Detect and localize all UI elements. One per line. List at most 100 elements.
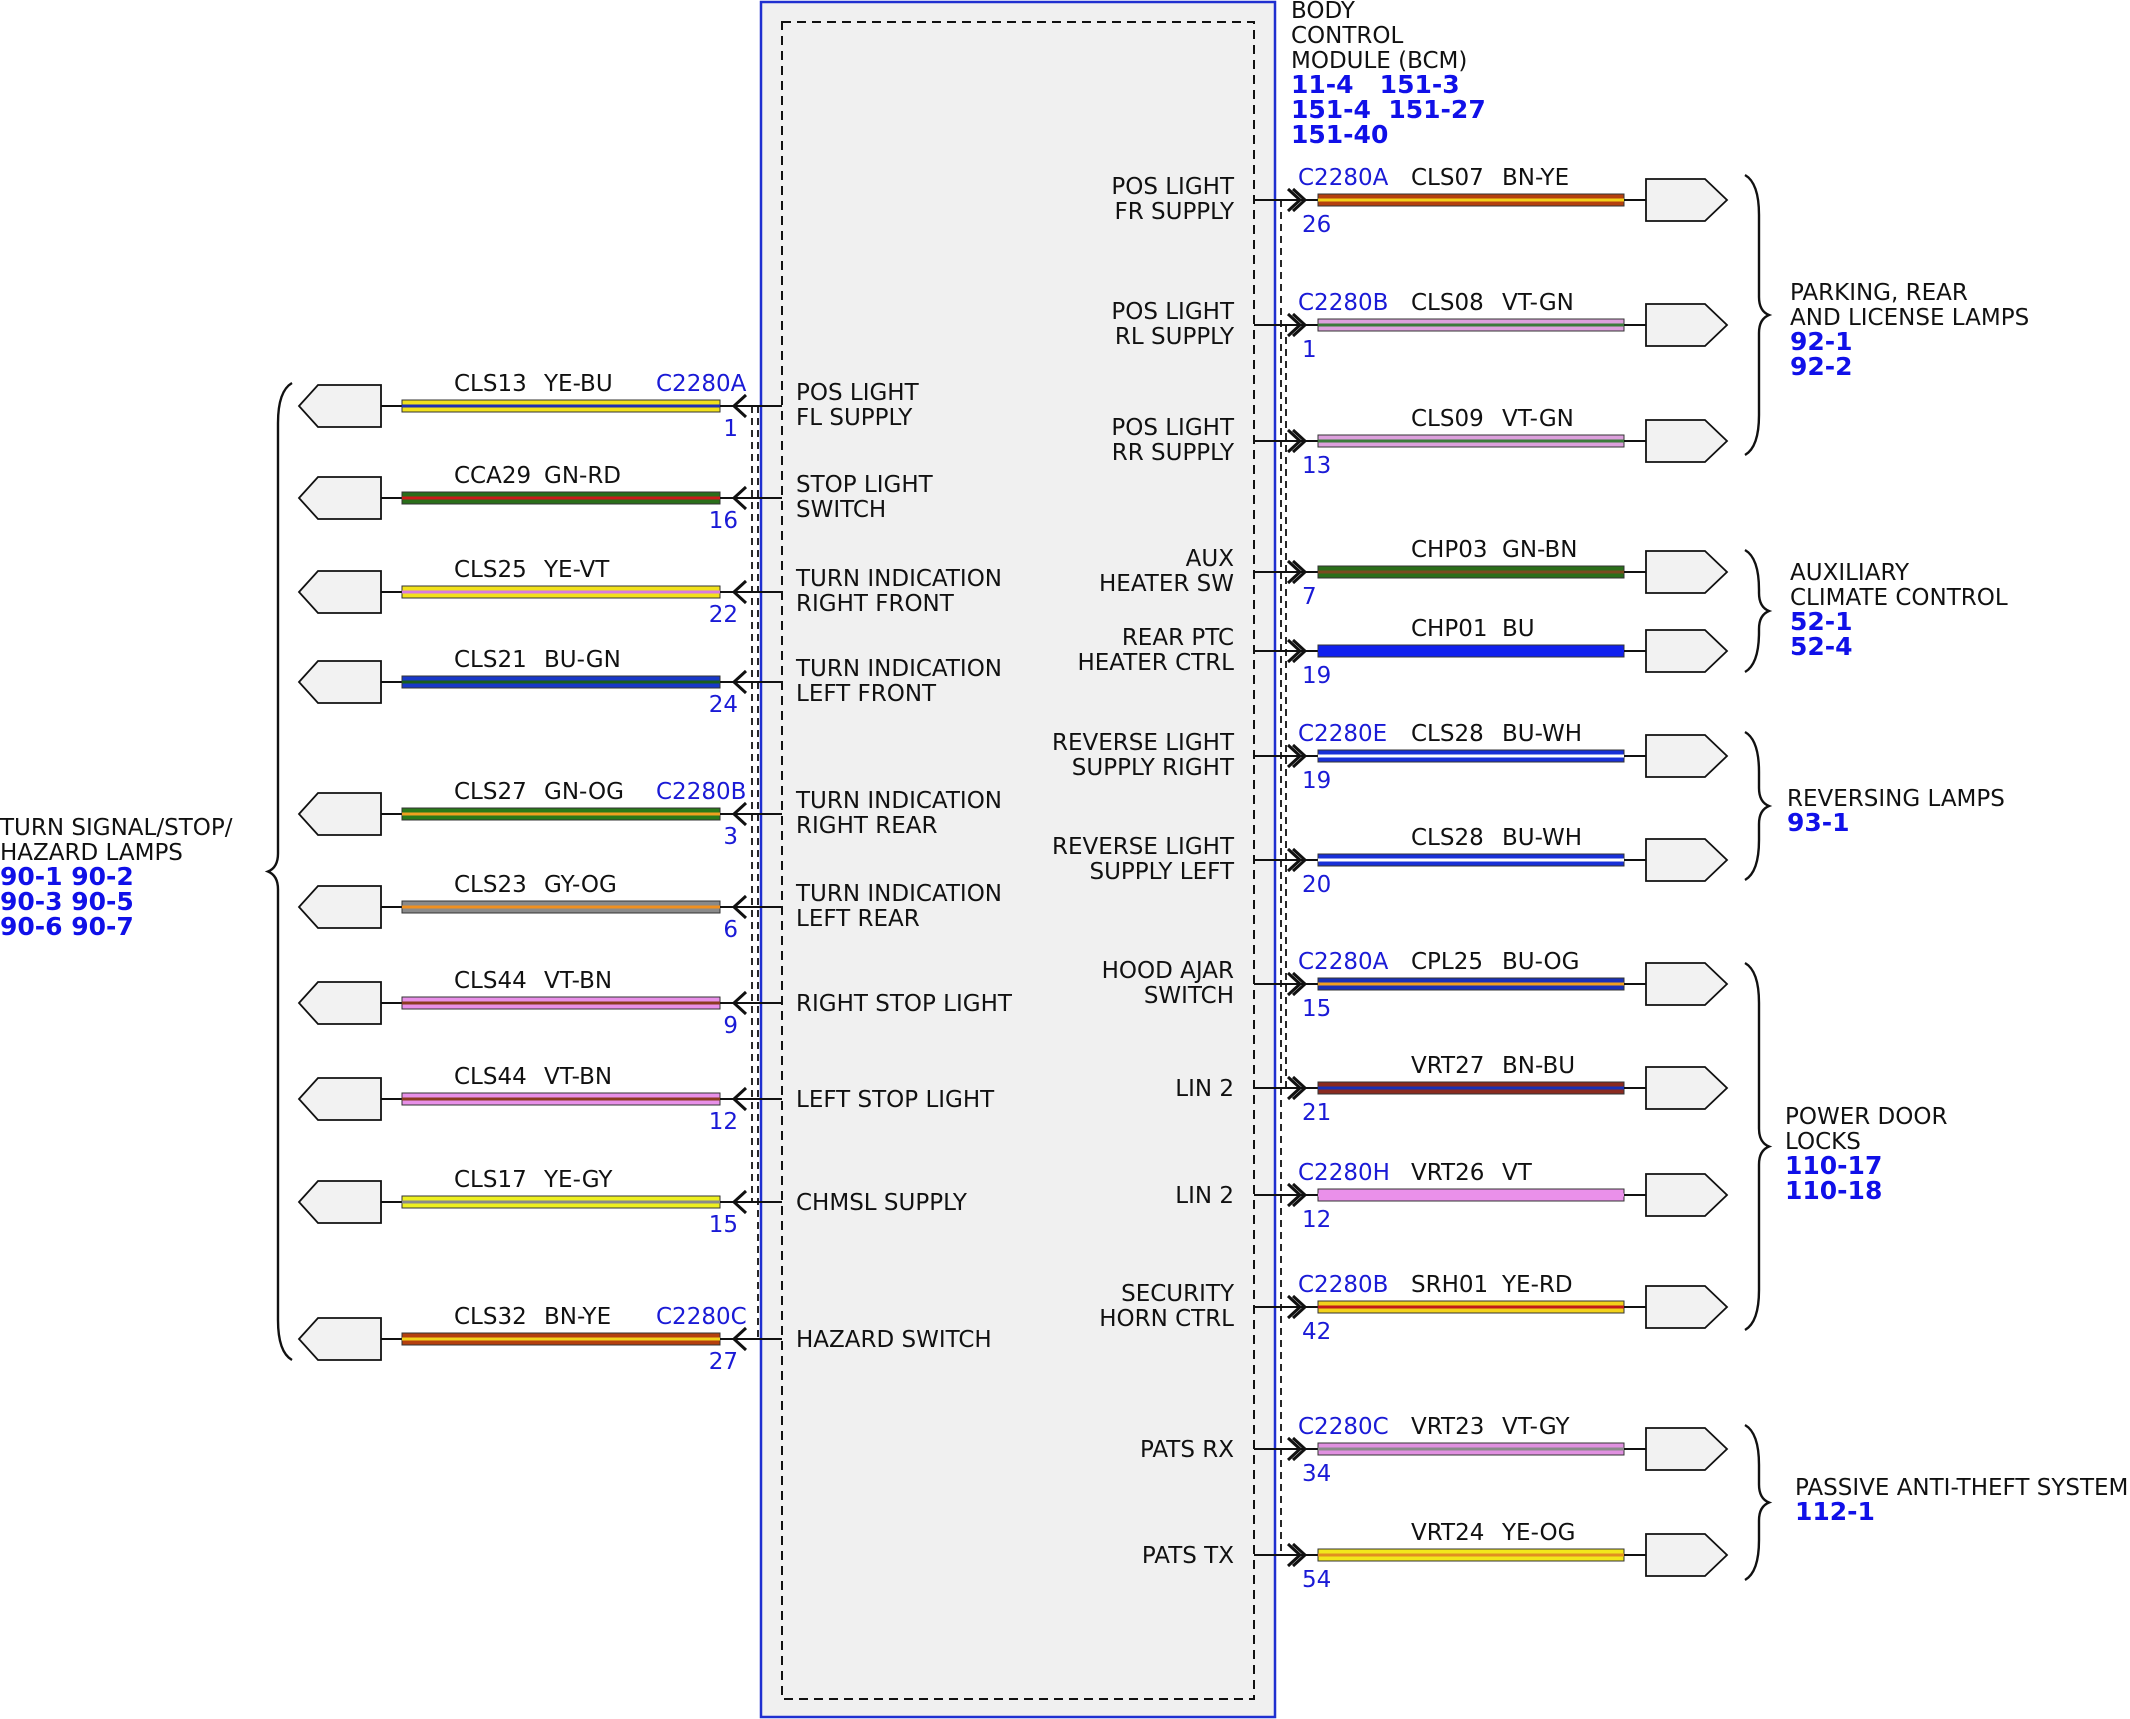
- right-connector-symbol-8[interactable]: [1645, 1066, 1729, 1110]
- bcm-ref-link-1[interactable]: 11-4 151-3: [1291, 70, 1460, 99]
- left-wire-color-9: BN-YE: [544, 1304, 611, 1330]
- right-terminal-arrow-in-0: [1286, 187, 1303, 213]
- left-connector-symbol-8[interactable]: [297, 1180, 382, 1224]
- left-connector-symbol-0[interactable]: [297, 384, 382, 428]
- left-connector-symbol-1[interactable]: [297, 476, 382, 520]
- left-connector-id-9[interactable]: C2280C: [656, 1304, 747, 1330]
- left-connector-symbol-4[interactable]: [297, 792, 382, 836]
- bcm-ref-link-3[interactable]: 151-40: [1291, 120, 1388, 149]
- left-wire-color-5: GY-OG: [544, 872, 617, 898]
- right-wire-color-12: YE-OG: [1501, 1520, 1575, 1546]
- right-wire-4: [1317, 644, 1625, 658]
- right-group-ref-3-0[interactable]: 110-17: [1785, 1151, 1882, 1180]
- right-group-ref-3-1[interactable]: 110-18: [1785, 1176, 1882, 1205]
- bcm-title-line-3: MODULE (BCM): [1291, 48, 1467, 74]
- left-connector-id-0[interactable]: C2280A: [656, 371, 747, 397]
- right-wire-color-7: BU-OG: [1502, 949, 1579, 975]
- left-terminal-arrow-0: [731, 393, 748, 419]
- right-connector-symbol-0[interactable]: [1645, 178, 1729, 222]
- right-connector-id-9[interactable]: C2280H: [1298, 1160, 1390, 1186]
- right-group-ref-0-1[interactable]: 92-2: [1790, 352, 1853, 381]
- right-circuit-id-8: VRT27: [1411, 1053, 1484, 1079]
- left-wire-2: [401, 585, 721, 599]
- right-connector-symbol-2[interactable]: [1645, 419, 1729, 463]
- bcm-title-line-1: BODY: [1291, 0, 1356, 24]
- right-terminal-arrow-in-5: [1286, 743, 1303, 769]
- left-circuit-id-6: CLS44: [454, 968, 527, 994]
- right-connector-symbol-12[interactable]: [1645, 1533, 1729, 1577]
- left-connector-symbol-5[interactable]: [297, 885, 382, 929]
- left-pin-1: 16: [709, 508, 738, 534]
- right-group-ref-1-1[interactable]: 52-4: [1790, 632, 1853, 661]
- right-terminal-arrow-out-3: [1291, 559, 1308, 585]
- left-group-ref-1[interactable]: 90-3 90-5: [0, 887, 134, 916]
- right-wire-color-3: GN-BN: [1502, 537, 1578, 563]
- left-terminal-arrow-5: [731, 894, 748, 920]
- right-wire-tracer-4: [1318, 649, 1624, 653]
- right-terminal-arrow-in-12: [1286, 1542, 1303, 1568]
- right-function-label-9-0: LIN 2: [1175, 1183, 1234, 1209]
- right-group-brace-0: [1744, 173, 1773, 457]
- bcm-ref-link-2[interactable]: 151-4 151-27: [1291, 95, 1486, 124]
- right-connector-id-5[interactable]: C2280E: [1298, 721, 1387, 747]
- right-terminal-arrow-in-9: [1286, 1182, 1303, 1208]
- right-connector-symbol-3[interactable]: [1645, 550, 1729, 594]
- left-connector-symbol-3[interactable]: [297, 660, 382, 704]
- right-wire-8: [1317, 1081, 1625, 1095]
- left-function-label-6-0: RIGHT STOP LIGHT: [796, 991, 1013, 1017]
- right-connector-id-1[interactable]: C2280B: [1298, 290, 1388, 316]
- left-circuit-id-5: CLS23: [454, 872, 527, 898]
- left-connector-symbol-6[interactable]: [297, 981, 382, 1025]
- right-connector-id-0[interactable]: C2280A: [1298, 165, 1389, 191]
- right-circuit-id-12: VRT24: [1411, 1520, 1484, 1546]
- left-group-ref-0[interactable]: 90-1 90-2: [0, 862, 134, 891]
- right-group-brace-4: [1744, 1423, 1773, 1582]
- right-wire-11: [1317, 1442, 1625, 1456]
- left-pin-3: 24: [709, 692, 738, 718]
- right-wire-color-1: VT-GN: [1502, 290, 1574, 316]
- right-circuit-id-7: CPL25: [1411, 949, 1483, 975]
- right-connector-id-10[interactable]: C2280B: [1298, 1272, 1388, 1298]
- right-connector-symbol-7[interactable]: [1645, 962, 1729, 1006]
- right-group-ref-0-0[interactable]: 92-1: [1790, 327, 1853, 356]
- right-pin-11: 34: [1302, 1461, 1331, 1487]
- left-terminal-arrow-2: [731, 579, 748, 605]
- right-terminal-arrow-out-7: [1291, 971, 1308, 997]
- right-wire-5: [1317, 749, 1625, 763]
- right-connector-symbol-4[interactable]: [1645, 629, 1729, 673]
- right-connector-id-7[interactable]: C2280A: [1298, 949, 1389, 975]
- left-wire-color-4: GN-OG: [544, 779, 624, 805]
- right-connector-symbol-1[interactable]: [1645, 303, 1729, 347]
- right-group-label-4-0: PASSIVE ANTI-THEFT SYSTEM: [1795, 1475, 2128, 1501]
- right-group-label-1-0: AUXILIARY: [1790, 560, 1910, 586]
- right-group-label-1-1: CLIMATE CONTROL: [1790, 585, 2008, 611]
- left-wire-tracer-8: [402, 1200, 720, 1204]
- right-group-label-0-0: PARKING, REAR: [1790, 280, 1968, 306]
- left-pin-2: 22: [709, 602, 738, 628]
- right-connector-symbol-10[interactable]: [1645, 1285, 1729, 1329]
- right-wire-tracer-10: [1318, 1305, 1624, 1309]
- right-function-label-10-0: SECURITY: [1121, 1281, 1235, 1307]
- right-terminal-arrow-out-6: [1291, 847, 1308, 873]
- left-function-label-2-1: RIGHT FRONT: [796, 591, 955, 617]
- right-group-ref-2-0[interactable]: 93-1: [1787, 808, 1850, 837]
- right-connector-symbol-11[interactable]: [1645, 1427, 1729, 1471]
- right-connector-symbol-5[interactable]: [1645, 734, 1729, 778]
- right-group-ref-1-0[interactable]: 52-1: [1790, 607, 1853, 636]
- right-group-ref-4-0[interactable]: 112-1: [1795, 1497, 1875, 1526]
- right-function-label-6-0: REVERSE LIGHT: [1052, 834, 1235, 860]
- right-circuit-id-3: CHP03: [1411, 537, 1488, 563]
- left-connector-symbol-9[interactable]: [297, 1317, 382, 1361]
- right-function-label-3-0: AUX: [1186, 546, 1235, 572]
- right-connector-symbol-9[interactable]: [1645, 1173, 1729, 1217]
- left-connector-symbol-2[interactable]: [297, 570, 382, 614]
- right-connector-id-11[interactable]: C2280C: [1298, 1414, 1389, 1440]
- left-connector-symbol-7[interactable]: [297, 1077, 382, 1121]
- right-group-brace-1: [1744, 548, 1773, 674]
- right-connector-symbol-6[interactable]: [1645, 838, 1729, 882]
- left-group-ref-2[interactable]: 90-6 90-7: [0, 912, 134, 941]
- right-group-label-2-0: REVERSING LAMPS: [1787, 786, 2005, 812]
- left-connector-id-4[interactable]: C2280B: [656, 779, 746, 805]
